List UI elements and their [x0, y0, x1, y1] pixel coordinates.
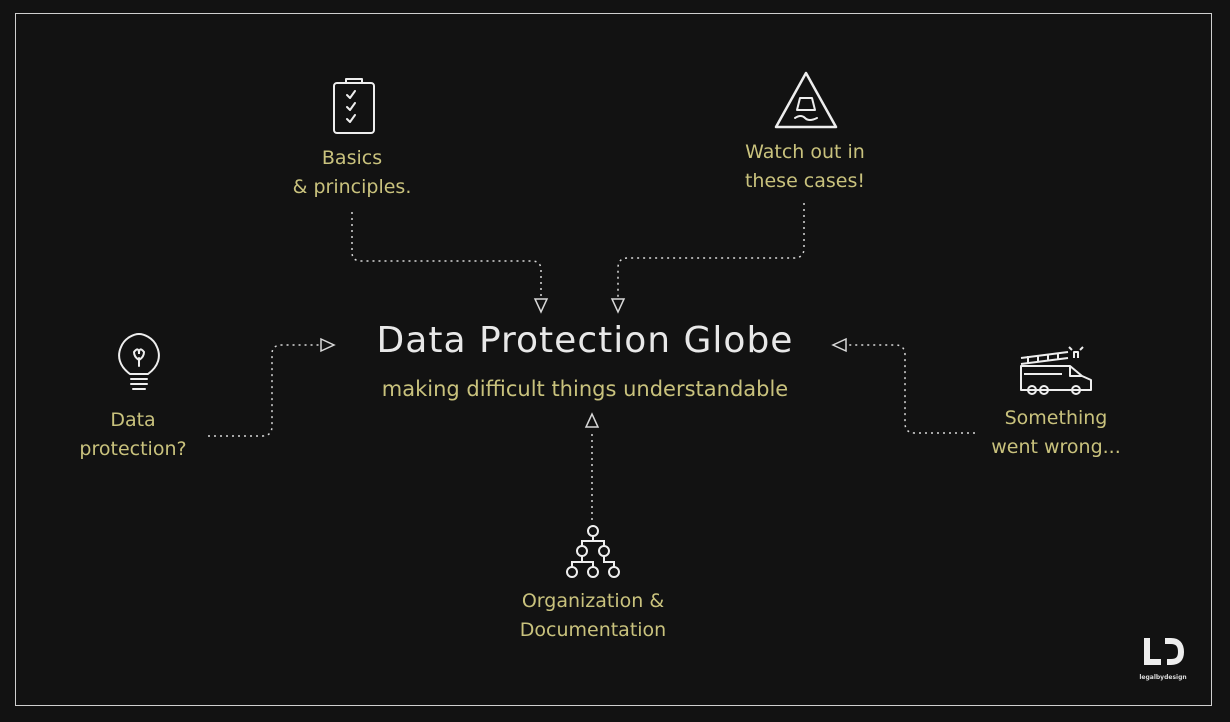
node-watch-out-line1: Watch out in [745, 141, 865, 163]
arrow-something-wrong [848, 344, 975, 434]
node-data-protection: Data protection? [43, 406, 223, 464]
node-basics: Basics & principles. [262, 144, 442, 202]
node-organization: Organization & Documentation [488, 587, 698, 645]
org-chart-icon [566, 525, 620, 578]
canvas-frame [15, 13, 1212, 706]
node-basics-line2: & principles. [292, 176, 412, 198]
node-something-wrong-line2: went wrong... [991, 436, 1121, 458]
node-watch-out-line2: these cases! [744, 170, 865, 192]
arrow-basics [351, 212, 542, 298]
node-watch-out: Watch out in these cases! [715, 138, 895, 196]
clipboard-check-icon [333, 78, 375, 134]
node-something-wrong-line1: Something [1004, 407, 1108, 429]
node-something-wrong: Something went wrong... [966, 404, 1146, 462]
logo-mark-icon [1144, 638, 1185, 665]
node-data-protection-line1: Data [110, 409, 156, 431]
node-basics-line1: Basics [321, 147, 383, 169]
logo-text: legalbydesign [1139, 674, 1187, 681]
arrow-watch-out [617, 203, 805, 298]
lightbulb-icon [118, 332, 160, 390]
node-data-protection-line2: protection? [79, 438, 187, 460]
fire-truck-icon [1020, 346, 1092, 395]
legalbydesign-logo: legalbydesign [1136, 636, 1190, 681]
arrow-data-protection [208, 344, 320, 437]
node-organization-line1: Organization & [521, 590, 665, 612]
node-organization-line2: Documentation [519, 619, 667, 641]
slippery-road-warning-icon [774, 71, 838, 129]
diagram-subtitle: making difficult things understandable [381, 377, 789, 401]
diagram-title: Data Protection Globe [376, 320, 794, 361]
